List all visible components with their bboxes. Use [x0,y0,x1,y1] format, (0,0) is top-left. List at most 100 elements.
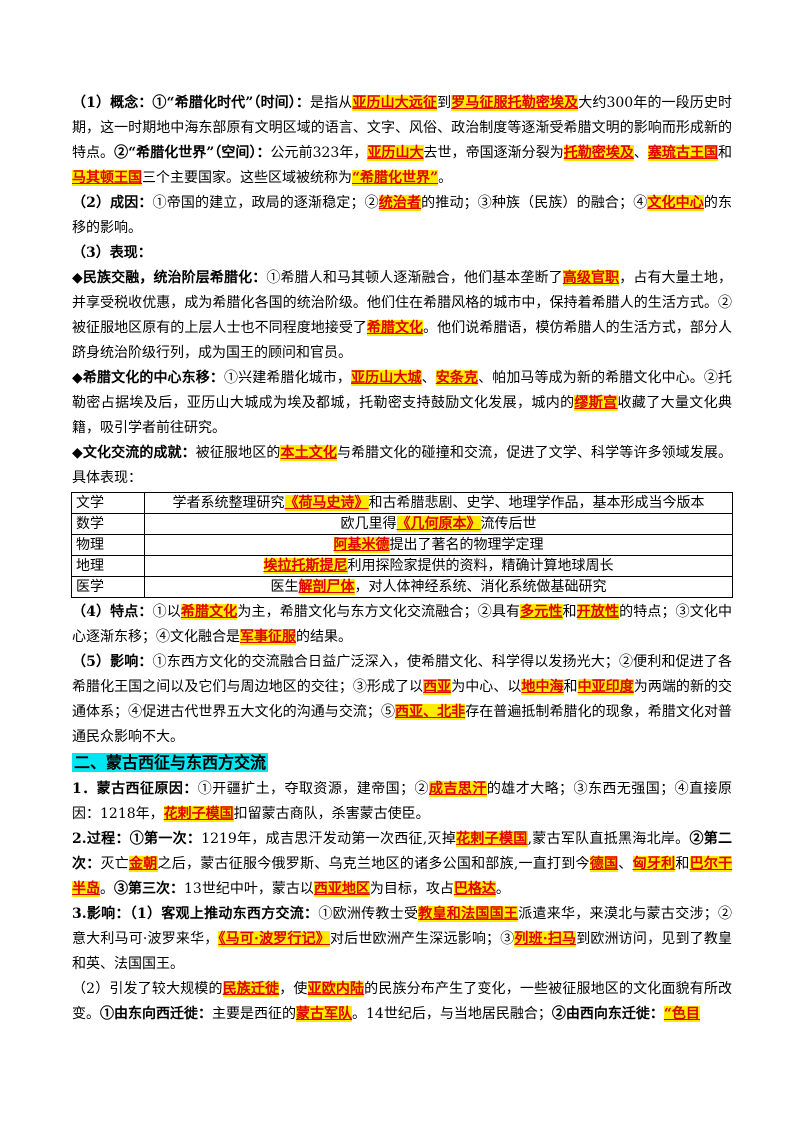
table-row: 文学学者系统整理研究《荷马史诗》和古希腊悲剧、史学、地理学作品，基本形成当今版本 [71,492,733,514]
text-run: 。他们说希腊语，模仿希腊人的生活方式，部分人跻身统治阶级行列，成为国王的顾问和官… [72,320,733,361]
bold-label: （2）成因： [72,195,153,211]
text-run: 公元前323年， [270,145,368,161]
text-run: ，使 [279,981,308,997]
highlighted-term: 希腊文化 [180,604,238,620]
text-run: 到 [437,95,452,111]
text-run: 和 [562,604,577,620]
bold-label: ①由东向西迁徙： [100,1006,212,1022]
highlighted-term: 统治者 [378,195,422,211]
text-run: 收藏了大量文化典籍，吸引学者前往研究。 [72,395,733,436]
section-heading-2: 二、蒙古西征与东西方交流 [72,750,732,777]
text-run: 、 [633,145,648,161]
text-run: 欧几里得 [340,516,397,532]
highlighted-term: 塞琉古王国 [647,145,719,161]
text-run: 的东移的影响。 [72,195,733,236]
description-cell: 阿基米德提出了著名的物理学定理 [144,534,733,556]
text-run: ①兴建希腊化城市， [224,370,352,386]
bold-label: （3）表现： [72,245,152,261]
highlighted-term: 马其顿王国 [72,170,142,186]
highlighted-term: “希腊化世界” [352,170,439,186]
section-title: 二、蒙古西征与东西方交流 [72,753,269,772]
bold-label: ②第二次： [72,831,733,872]
highlighted-term: 缪斯宫 [574,395,618,411]
text-run: 到欧洲访问，见到了教皇和英、法国国王。 [72,931,733,972]
text-run: 医生 [270,579,299,595]
highlighted-term: 巴格达 [453,881,496,897]
highlighted-term: 本土文化 [280,445,337,461]
table-row: 地理埃拉托斯提尼利用探险家提供的资料，精确计算地球周长 [71,555,733,577]
highlighted-term: 花剌子模国 [456,831,528,847]
highlighted-term: 安条克 [435,370,479,386]
text-run: ①开疆扩土，夺取资源，建帝国；② [197,781,429,797]
text-run: 的特点；③文化中心逐渐东移；④文化融合是 [72,604,733,645]
paragraph-concept: （1）概念：①“希腊化时代”（时间）：是指从亚历山大远征到罗马征服托勒密埃及大约… [72,91,732,191]
text-run: 流传后世 [480,516,537,532]
text-run: 是指从 [310,95,353,111]
bold-label: 2.过程：①第一次： [72,831,202,847]
highlighted-term: 罗马征服托勒密埃及 [451,95,579,111]
paragraph-mongol-impact: 3.影响：（1）客观上推动东西方交流：①欧洲传教士受教皇和法国国王派遣来华，来漠… [72,902,732,977]
text-run: 和 [563,679,578,695]
text-run: 、 [421,370,436,386]
bold-label: 3.影响：（1）客观上推动东西方交流： [72,906,319,922]
text-run: 存在普遍抵制希腊化的现象，希腊文化对普通民众影响不大。 [72,704,733,745]
highlighted-term: 列班·扫马 [514,931,577,947]
highlighted-term: 希腊文化 [366,320,424,336]
highlighted-term: 阿基米德 [333,537,390,553]
text-run: 的民族分布产生了变化，一些被征服地区的文化面貌有所改变。 [72,981,733,1022]
text-run: ①希腊人和马其顿人逐渐融合，他们基本垄断了 [266,270,563,286]
highlighted-term: 西亚、北非 [395,704,466,720]
highlighted-term: 高级官职 [562,270,620,286]
text-run: 主要是西征的 [212,1006,296,1022]
highlighted-term: 教皇和法国国王 [418,906,519,922]
bold-label: ◆希腊文化的中心东移： [72,370,225,386]
highlighted-term: 蒙古军队 [296,1006,352,1022]
field-cell: 文学 [71,492,145,514]
paragraph-mongol-process: 2.过程：①第一次：1219年，成吉思汗发动第一次西征,灭掉花剌子模国,蒙古军队… [72,827,733,902]
text-run: 学者系统整理研究 [172,495,285,511]
description-cell: 欧几里得《几何原本》流传后世 [144,513,733,535]
text-run: 和 [718,145,733,161]
highlighted-term: 西亚地区 [313,881,370,897]
description-cell: 埃拉托斯提尼利用探险家提供的资料，精确计算地球周长 [144,555,733,577]
table-row: 数学欧几里得《几何原本》流传后世 [71,513,733,535]
text-run: 与希腊文化的碰撞和交流，促进了文学、科学等许多领域发展。具体表现： [72,445,733,486]
text-run: ①以 [152,604,181,620]
highlighted-term: 花剌子模国 [163,806,234,822]
text-run: 为主，希腊文化与东方文化交流融合；②具有 [237,604,521,620]
bold-label: ③第三次： [114,881,184,897]
highlighted-term: 开放性 [576,604,620,620]
highlighted-term: 民族迁徙 [222,981,280,997]
bold-label: （1）概念：①“希腊化时代”（时间）： [72,95,311,111]
bold-label: ◆文化交流的成就： [72,445,196,461]
field-cell: 物理 [71,534,145,556]
highlighted-term: 埃拉托斯提尼 [263,558,348,574]
highlighted-term: 匈牙利 [632,856,676,872]
paragraph-ethnic-fusion: ◆民族交融，统治阶层希腊化：①希腊人和马其顿人逐渐融合，他们基本垄断了高级官职，… [72,266,732,366]
highlighted-term: 亚历山大远征 [352,95,438,111]
text-run: 。14世纪后，与当地居民融合； [352,1006,552,1022]
highlighted-term: 《马可·波罗行记》 [218,931,330,947]
table-row: 医学医生解剖尸体，对人体神经系统、消化系统做基础研究 [71,576,733,598]
paragraph-manifestation-heading: （3）表现： [72,241,732,266]
highlighted-term: 《几何原本》 [396,516,481,532]
text-run: 利用探险家提供的资料，精确计算地球周长 [347,558,614,574]
table-row: 物理阿基米德提出了著名的物理学定理 [71,534,733,556]
field-cell: 医学 [71,576,145,598]
highlighted-term: 西亚 [423,679,452,695]
bold-label: 1．蒙古西征原因： [72,781,198,797]
text-run: 和 [675,856,690,872]
paragraph-migration: （2）引发了较大规模的民族迁徙，使亚欧内陆的民族分布产生了变化，一些被征服地区的… [72,977,732,1027]
text-run: 三个主要国家。这些区域被统称为 [142,170,352,186]
highlighted-term: 中亚印度 [577,679,634,695]
text-run: 、帕加马等成为新的希腊文化中心。②托勒密占据埃及后，亚历山大城成为埃及都城，托勒… [72,370,733,411]
bold-label: （5）影响： [72,654,153,670]
text-run: 被征服地区的 [195,445,281,461]
text-run: 扣留蒙古商队，杀害蒙古使臣。 [233,806,430,822]
text-run: 、 [618,856,633,872]
text-run: 和古希腊悲剧、史学、地理学作品，基本形成当今版本 [368,495,705,511]
text-run: 的推动；③种族（民族）的融合；④ [421,195,648,211]
text-run: 去世，帝国逐渐分裂为 [423,145,564,161]
highlighted-term: 地中海 [521,679,564,695]
paragraph-mongol-causes: 1．蒙古西征原因：①开疆扩土，夺取资源，建帝国；②成吉思汗的雄才大略；③东西无强… [72,777,732,827]
